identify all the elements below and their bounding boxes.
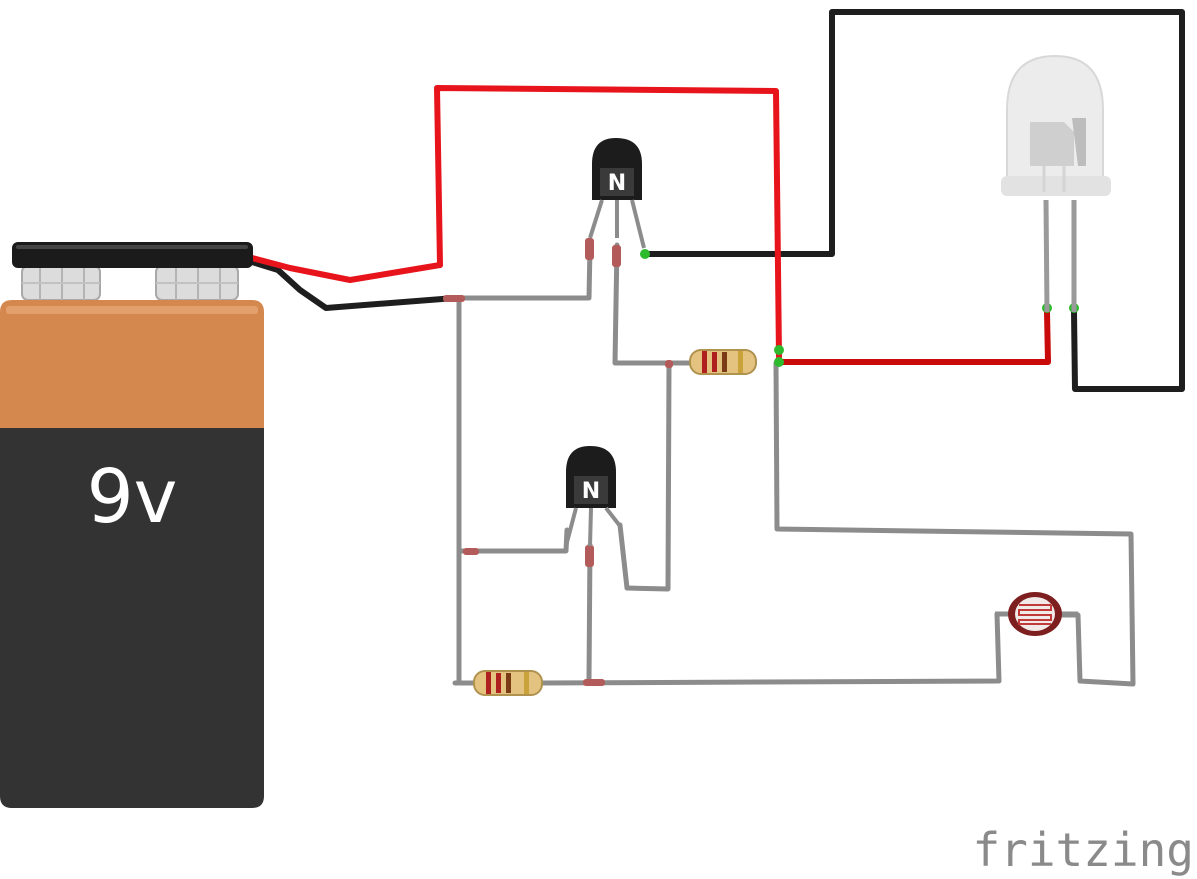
transistor-leg <box>604 506 622 528</box>
bottom-rail-wire[interactable] <box>537 611 1013 686</box>
npn-transistor-t2[interactable]: N <box>564 446 622 547</box>
battery-terminal-left <box>21 265 101 301</box>
battery-label: 9v <box>87 454 178 540</box>
led[interactable] <box>1001 54 1111 313</box>
ground-rail-wire[interactable] <box>452 245 593 301</box>
transistor-marking: N <box>582 479 600 504</box>
black-wires <box>249 9 1185 392</box>
led-post <box>1072 118 1086 166</box>
transistor-label-plate <box>600 168 634 196</box>
connector-mark <box>585 238 594 260</box>
battery-9v[interactable]: 9v <box>0 242 264 808</box>
connector-mark <box>585 545 594 567</box>
battery-negative-lead[interactable] <box>249 259 458 311</box>
resistor-r1[interactable] <box>689 349 757 375</box>
t1-collector-to-led-wire[interactable] <box>642 9 1185 392</box>
resistor-band <box>702 351 707 373</box>
npn-transistor-t1[interactable]: N <box>588 138 646 249</box>
red-wires <box>249 85 782 360</box>
connector-dots <box>443 238 1079 686</box>
transistor-marking: N <box>608 171 626 196</box>
battery-positive-lead[interactable] <box>249 255 443 283</box>
led-anode-wire[interactable] <box>776 309 1051 365</box>
positive-rail-wire[interactable] <box>434 85 782 360</box>
transistor-leg <box>630 199 646 249</box>
photoresistor[interactable] <box>995 592 1078 636</box>
resistor-band <box>524 672 529 694</box>
battery-snap-highlight <box>16 245 248 249</box>
battery-top-sheen <box>6 306 258 314</box>
connector-mark <box>612 245 621 267</box>
resistor-band <box>738 351 743 373</box>
connector-mark <box>583 679 605 686</box>
resistor-band <box>486 672 491 694</box>
battery-body <box>0 428 264 808</box>
resistor-band <box>506 673 511 693</box>
led-rim <box>1001 176 1111 196</box>
transistor-leg <box>588 507 593 547</box>
led-leg-anode <box>1043 199 1050 313</box>
connector-dot <box>774 357 784 367</box>
transistor-leg <box>564 507 578 547</box>
connector-mark <box>443 295 465 302</box>
resistor-band <box>712 352 717 372</box>
connector-dot <box>640 249 650 259</box>
led-anvil <box>1030 122 1074 166</box>
t2-emitter-wire[interactable] <box>586 542 593 683</box>
ldr-track <box>1018 604 1052 625</box>
battery-terminal-right <box>155 265 239 301</box>
resistor-r2[interactable] <box>473 670 543 696</box>
resistor-band <box>722 352 727 372</box>
resistor-band <box>496 673 501 693</box>
battery-top-band <box>0 300 264 428</box>
connector-mark <box>463 548 479 555</box>
t1-emitter-wire[interactable] <box>612 242 693 366</box>
connector-mark <box>665 360 673 368</box>
ldr-return-wire[interactable] <box>773 360 1136 687</box>
connector-dot <box>774 345 784 355</box>
t2-collector-wire[interactable] <box>617 362 672 592</box>
fritzing-logo: fritzing <box>972 823 1194 877</box>
transistor-label-plate <box>574 476 608 504</box>
transistor-leg <box>588 199 604 239</box>
t2-base-wire[interactable] <box>459 527 570 554</box>
